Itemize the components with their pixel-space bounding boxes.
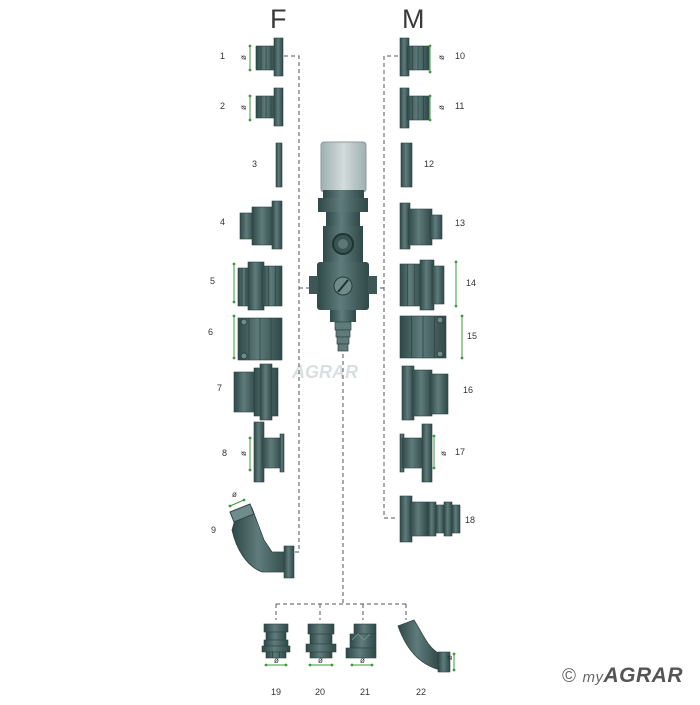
height-marker-6	[232, 314, 236, 360]
part-number-3: 3	[252, 159, 258, 169]
part-9-female-elbow	[229, 503, 295, 579]
part-18-male-hose-tail	[399, 495, 461, 543]
part-5-female-quick-coupling	[237, 261, 283, 311]
part-21-reducer-coupling	[345, 623, 377, 659]
brand-name: AGRAR	[603, 664, 683, 687]
part-4-female-adapter	[239, 200, 283, 250]
valve-neck	[326, 212, 360, 226]
diameter-marker-1: ø	[239, 44, 252, 72]
diameter-marker-8: ø	[239, 436, 252, 472]
part-number-11: 11	[455, 101, 465, 111]
part-number-21: 21	[360, 687, 371, 697]
upper-coupling	[318, 198, 368, 212]
part-number-9: 9	[211, 525, 217, 535]
part-11-male-thread-flange	[399, 87, 430, 129]
part-number-1: 1	[220, 51, 226, 61]
watermark: AGRAR	[292, 362, 358, 382]
part-22-elbow-hose-tail	[397, 619, 451, 673]
bottom-parts-row	[261, 619, 451, 673]
male-column-heading: M	[402, 4, 425, 34]
svg-text:ø: ø	[439, 451, 448, 456]
part-14-male-quick-coupling	[399, 259, 445, 311]
part-number-13: 13	[455, 218, 466, 228]
part-number-4: 4	[220, 217, 226, 227]
part-15-male-camlock	[399, 315, 447, 359]
svg-text:ø: ø	[445, 655, 454, 660]
valve-side-port-right	[368, 276, 377, 294]
height-marker-14	[454, 260, 458, 308]
tank-canister	[320, 141, 367, 193]
part-number-10: 10	[455, 51, 466, 61]
part-number-12: 12	[424, 159, 435, 169]
part-20-hose-tail-coupling	[305, 623, 337, 659]
diameter-marker-17: ø	[432, 434, 448, 470]
female-trunk-line	[284, 55, 300, 553]
part-number-8: 8	[222, 448, 228, 458]
part-number-6: 6	[208, 327, 214, 337]
diameter-marker-11: ø	[428, 94, 446, 122]
brand-logo: © my AGRAR	[562, 664, 683, 688]
part-number-16: 16	[463, 385, 474, 395]
part-number-17: 17	[455, 447, 466, 457]
female-column-heading: F	[270, 4, 287, 34]
copyright-symbol: ©	[562, 666, 577, 687]
part-6-female-camlock	[237, 317, 283, 361]
part-number-5: 5	[210, 276, 216, 286]
bottom-drop-lines	[275, 604, 407, 620]
diameter-marker-2: ø	[239, 94, 252, 122]
valve-port-inner	[338, 239, 348, 249]
diameter-marker-10: ø	[428, 44, 446, 74]
valve-handle-slot	[337, 279, 349, 293]
male-trunk-line	[383, 55, 398, 519]
part-3-female-gasket	[275, 142, 283, 188]
diameter-marker-20: ø	[308, 656, 334, 667]
part-number-19: 19	[271, 687, 282, 697]
dimension-markers: ø ø ø ø ø ø ø ø ø ø ø	[228, 44, 464, 672]
central-valve-assembly	[309, 141, 377, 352]
svg-text:ø: ø	[239, 105, 248, 110]
part-13-male-adapter	[399, 202, 443, 250]
part-17-male-flange	[399, 423, 433, 483]
part-19-hose-tail-coupling	[261, 623, 291, 659]
brand-prefix: my	[582, 669, 604, 686]
part-number-20: 20	[315, 687, 326, 697]
part-1-female-thread-flange	[255, 37, 284, 77]
svg-text:ø: ø	[232, 490, 237, 499]
part-10-male-thread-flange	[399, 37, 430, 77]
height-marker-15	[460, 314, 464, 360]
male-parts-column	[399, 37, 461, 543]
part-number-18: 18	[465, 515, 476, 525]
part-number-14: 14	[466, 278, 477, 288]
part-number-22: 22	[416, 687, 427, 697]
part-7-female-camlock	[233, 363, 279, 421]
tank-collar	[323, 190, 364, 198]
svg-text:ø: ø	[437, 105, 446, 110]
diameter-marker-9: ø	[228, 490, 246, 508]
svg-text:ø: ø	[274, 656, 279, 665]
svg-text:ø: ø	[239, 55, 248, 60]
svg-text:ø: ø	[318, 656, 323, 665]
diameter-marker-22: ø	[445, 652, 456, 672]
diameter-marker-19: ø	[264, 656, 288, 667]
svg-text:ø: ø	[239, 451, 248, 456]
diameter-marker-21: ø	[350, 656, 374, 667]
valve-side-port-left	[309, 276, 318, 294]
valve-outlet	[330, 310, 356, 322]
svg-text:ø: ø	[437, 55, 446, 60]
part-number-7: 7	[217, 383, 223, 393]
part-8-female-flange	[253, 421, 285, 483]
hose-barb	[334, 321, 352, 352]
part-16-male-camlock	[401, 365, 449, 421]
part-number-2: 2	[220, 101, 226, 111]
svg-text:ø: ø	[360, 656, 365, 665]
female-parts-column	[229, 37, 295, 579]
part-12-male-gasket	[400, 142, 413, 188]
part-number-15: 15	[467, 331, 478, 341]
height-marker-5	[232, 262, 236, 304]
part-2-female-thread-flange	[255, 87, 284, 127]
